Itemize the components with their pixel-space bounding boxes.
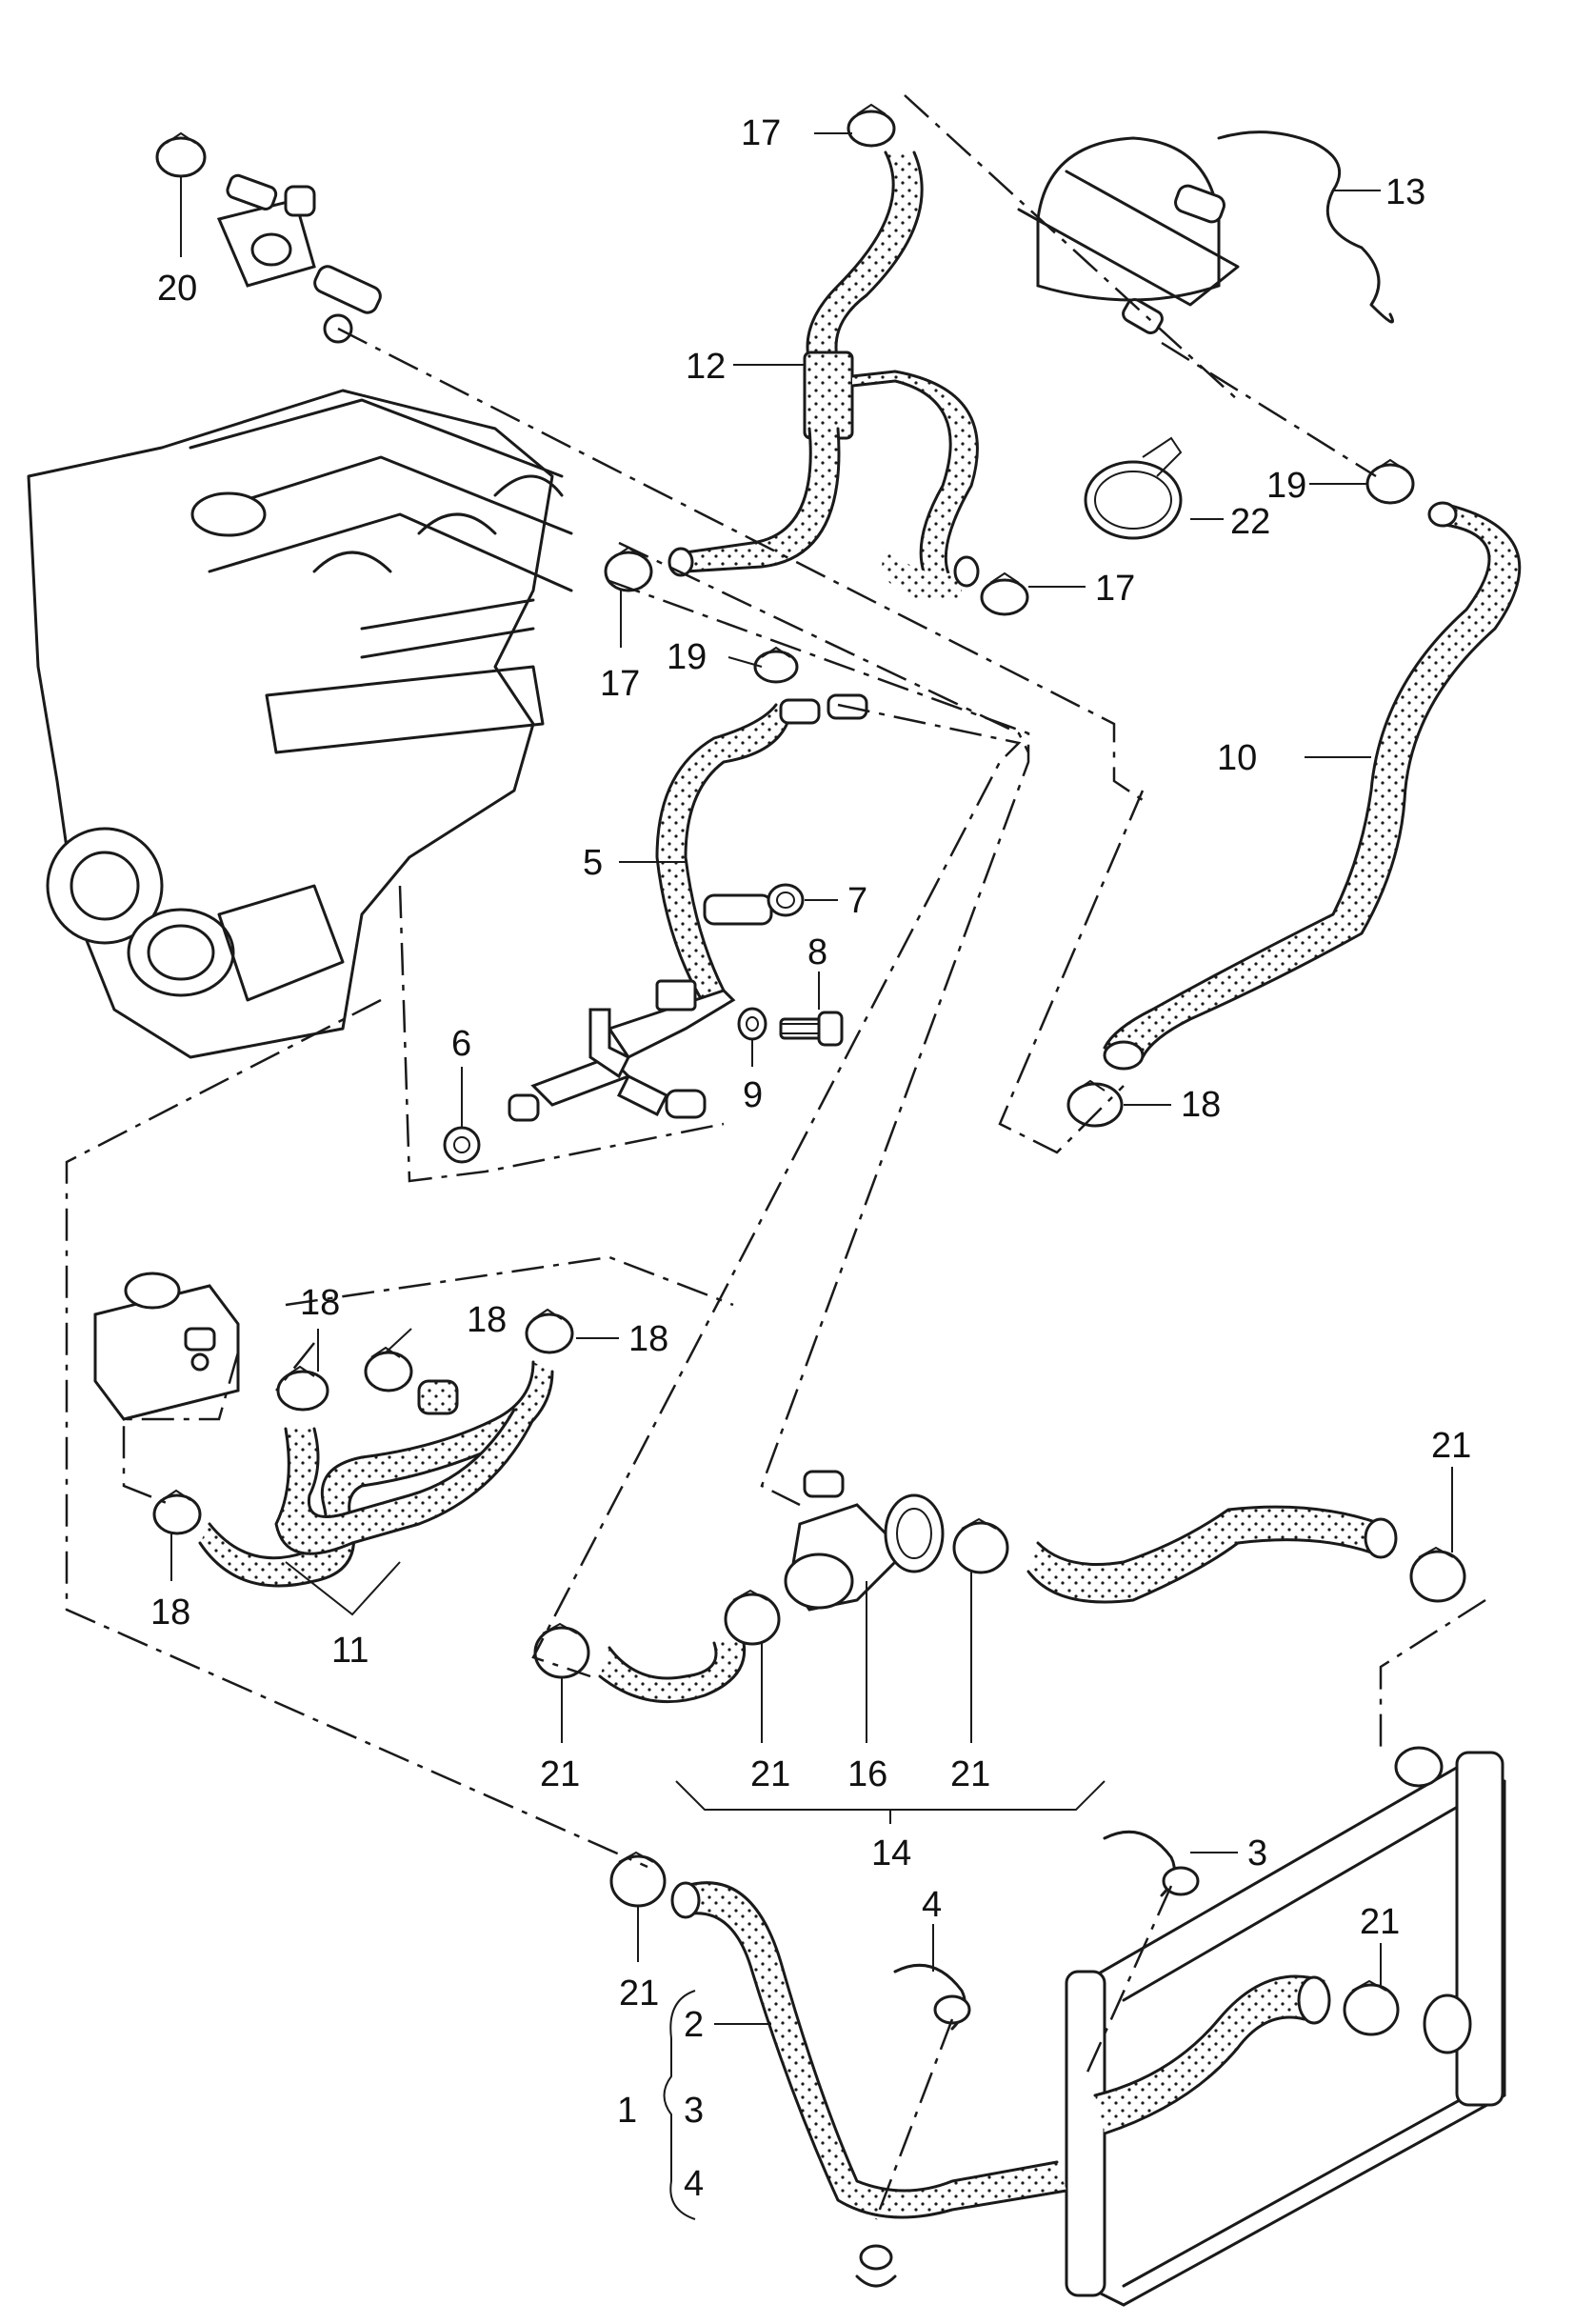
callout-21-e: 21 xyxy=(619,1973,659,2013)
callouts: 17 13 20 12 19 22 17 17 19 10 5 7 8 6 9 … xyxy=(150,113,1471,2204)
assembly-lines xyxy=(65,94,1486,2220)
flange-part xyxy=(216,173,382,344)
engine-block xyxy=(27,389,573,1059)
callout-3-bottom: 3 xyxy=(684,2091,704,2131)
hose-radiator-lower xyxy=(1093,1974,1331,2135)
plug-7 xyxy=(767,883,805,917)
callout-16: 16 xyxy=(847,1754,887,1794)
clamp-21-rad xyxy=(1343,1979,1400,2036)
clamp-21-b xyxy=(609,1851,667,1908)
clamp-17-top xyxy=(847,103,896,148)
callout-3-top: 3 xyxy=(1247,1833,1267,1873)
clamp-18-c xyxy=(525,1308,574,1354)
callout-17-right: 17 xyxy=(1095,569,1135,609)
clamp-18-d xyxy=(152,1489,202,1535)
clip-4 xyxy=(893,1963,971,2031)
hose-5 xyxy=(508,693,868,1122)
callout-1: 1 xyxy=(617,2091,637,2131)
callout-18-a: 18 xyxy=(300,1283,340,1323)
callout-17-mid: 17 xyxy=(600,664,640,704)
clamp-18-right xyxy=(1066,1079,1124,1128)
hose-14-left xyxy=(598,1636,747,1704)
callout-18-right: 18 xyxy=(1181,1085,1221,1125)
clamp-17-right xyxy=(980,571,1029,616)
hose-2 xyxy=(670,1881,1068,2219)
clamp-21-therm xyxy=(952,1517,1009,1574)
hose-12 xyxy=(667,150,980,602)
leader-lines xyxy=(170,132,1453,2220)
expansion-tank xyxy=(1017,136,1240,334)
callout-18-c: 18 xyxy=(628,1319,668,1359)
clamp-19-right xyxy=(1365,458,1415,505)
callout-5: 5 xyxy=(583,843,603,883)
callout-19-mid: 19 xyxy=(667,637,707,677)
callout-4-bottom: 4 xyxy=(684,2164,704,2204)
callout-14: 14 xyxy=(871,1833,911,1873)
callout-17-top: 17 xyxy=(741,113,781,153)
callout-11: 11 xyxy=(331,1631,369,1671)
callout-4-top: 4 xyxy=(922,1885,942,1925)
callout-10: 10 xyxy=(1217,738,1257,778)
clamp-19-mid xyxy=(753,646,799,684)
clamp-20 xyxy=(155,131,207,178)
thermostat-housing xyxy=(784,1470,945,1612)
callout-13: 13 xyxy=(1385,172,1425,212)
callout-21-f: 21 xyxy=(1360,1902,1400,1942)
clamp-21-l1 xyxy=(533,1622,590,1679)
callout-2: 2 xyxy=(684,2005,704,2045)
callout-21-b: 21 xyxy=(750,1754,790,1794)
callout-21-c: 21 xyxy=(950,1754,990,1794)
clamp-21-l2 xyxy=(724,1589,781,1646)
clip-2-bottom xyxy=(855,2244,897,2288)
callout-8: 8 xyxy=(807,932,827,972)
clamp-17-mid xyxy=(604,546,653,592)
clamp-18-a xyxy=(276,1365,329,1412)
callout-6: 6 xyxy=(451,1024,471,1064)
bolt-8 xyxy=(779,1011,844,1047)
seal-6 xyxy=(443,1126,481,1164)
coolant-reservoir xyxy=(93,1272,240,1421)
callout-21-a: 21 xyxy=(540,1754,580,1794)
callout-9: 9 xyxy=(743,1075,763,1115)
callout-22: 22 xyxy=(1230,502,1270,542)
callout-19-right: 19 xyxy=(1266,466,1306,506)
hose-11 xyxy=(198,1360,554,1588)
clip-3 xyxy=(1103,1830,1200,1897)
clamp-21-r1 xyxy=(1409,1546,1466,1603)
callout-18-b: 18 xyxy=(467,1300,507,1340)
hose-10 xyxy=(1103,501,1522,1071)
clamp-22 xyxy=(1084,436,1183,540)
callout-18-d: 18 xyxy=(150,1593,190,1633)
callout-21-d: 21 xyxy=(1431,1426,1471,1466)
hose-14-right xyxy=(1026,1505,1398,1604)
clamp-18-b xyxy=(364,1346,413,1392)
callout-12: 12 xyxy=(686,347,726,387)
callout-7: 7 xyxy=(847,881,867,921)
sensor-wire xyxy=(1217,130,1394,324)
washer-9 xyxy=(737,1007,767,1041)
callout-20: 20 xyxy=(157,269,197,309)
